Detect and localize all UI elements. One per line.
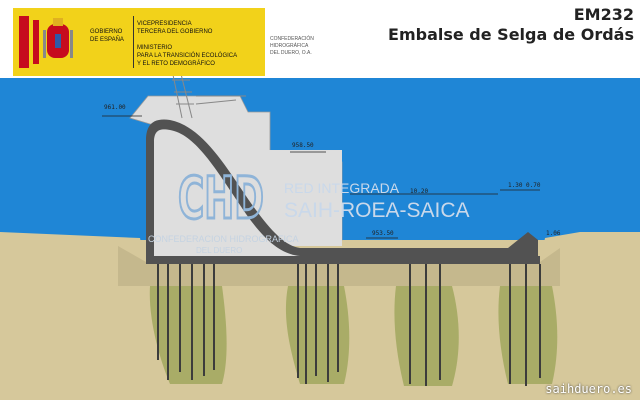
watermark-red-integrada: RED INTEGRADA <box>284 180 400 196</box>
pile-zone-2 <box>285 286 350 384</box>
ministerio-text: VICEPRESIDENCIA TERCERA DEL GOBIERNO MIN… <box>137 21 238 67</box>
dim-crest-left: 961.00 <box>104 104 126 111</box>
dim-d2: 0.70 <box>526 182 541 189</box>
dim-floor: 953.50 <box>372 230 394 237</box>
spain-crest-icon <box>19 16 73 68</box>
chd-watermark-text: CHD <box>178 164 264 228</box>
confederacion-text: CONFEDERACIÓN HIDROGRÁFICA DEL DUERO, O.… <box>270 36 314 56</box>
watermark-saih: SAIH-ROEA-SAICA <box>284 199 470 222</box>
spillway-inner <box>154 129 534 262</box>
government-logo: GOBIERNO DE ESPAÑA VICEPRESIDENCIA TERCE… <box>13 8 323 76</box>
gobierno-line-1: GOBIERNO <box>90 29 123 35</box>
dim-crest-top: 958.50 <box>292 142 314 149</box>
watermark-duero: DEL DUERO <box>196 246 243 255</box>
gobierno-line-2: DE ESPAÑA <box>90 37 124 43</box>
piles <box>157 264 541 386</box>
pile-zone-4 <box>498 286 558 384</box>
logo-yellow-band: GOBIERNO DE ESPAÑA VICEPRESIDENCIA TERCE… <box>13 8 265 76</box>
gobierno-text: GOBIERNO DE ESPAÑA <box>90 28 124 44</box>
website-watermark: saihduero.es <box>545 382 632 396</box>
station-title: EM232 Embalse de Selga de Ordás <box>388 5 634 45</box>
dim-length: 10.20 <box>410 188 429 195</box>
dimension-lines <box>102 115 540 239</box>
dim-d1: 1.30 <box>508 182 523 189</box>
station-name: Embalse de Selga de Ordás <box>388 25 634 44</box>
foundation-slab <box>146 256 540 264</box>
logo-divider <box>133 16 134 68</box>
chd-watermark-logo: CHD <box>177 163 266 229</box>
dim-d3: 1.06 <box>546 230 561 237</box>
gantry-crane <box>171 69 246 119</box>
watermark-confederacion: CONFEDERACION HIDROGRAFICA <box>148 234 299 244</box>
station-code: EM232 <box>573 5 634 24</box>
